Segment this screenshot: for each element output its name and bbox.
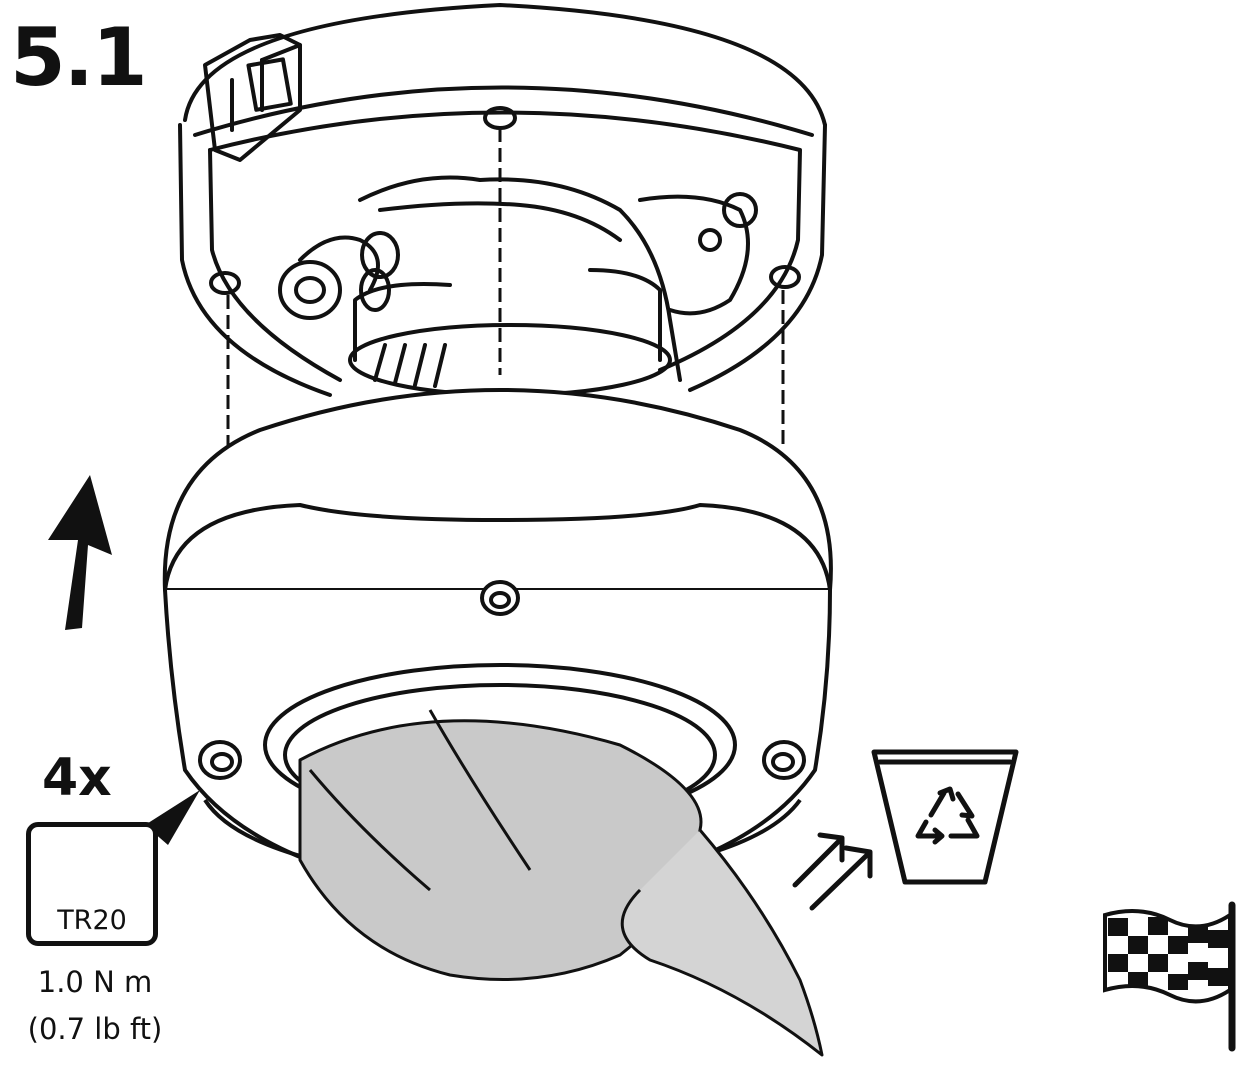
tool-spec-box: TR20 [26,822,158,946]
screw-right [762,740,806,780]
alignment-lines [226,128,785,450]
recycle-bin-icon [871,749,1019,885]
protective-film [298,709,824,1057]
torque-imperial: (0.7 lb ft) [27,1012,163,1046]
step-number: 5.1 [10,11,148,104]
bit-label: TR20 [57,905,127,936]
camera-base [178,3,827,397]
callout-pointer [145,790,200,845]
double-arrow-icon [792,832,873,911]
screw-quantity: 4x [42,748,112,808]
screws [198,580,806,780]
torque-metric: 1.0 N m [37,965,153,999]
checkered-flag-icon [1103,901,1236,1052]
screw-top [480,580,520,616]
screw-left [198,740,242,780]
up-arrow-icon [48,475,112,630]
